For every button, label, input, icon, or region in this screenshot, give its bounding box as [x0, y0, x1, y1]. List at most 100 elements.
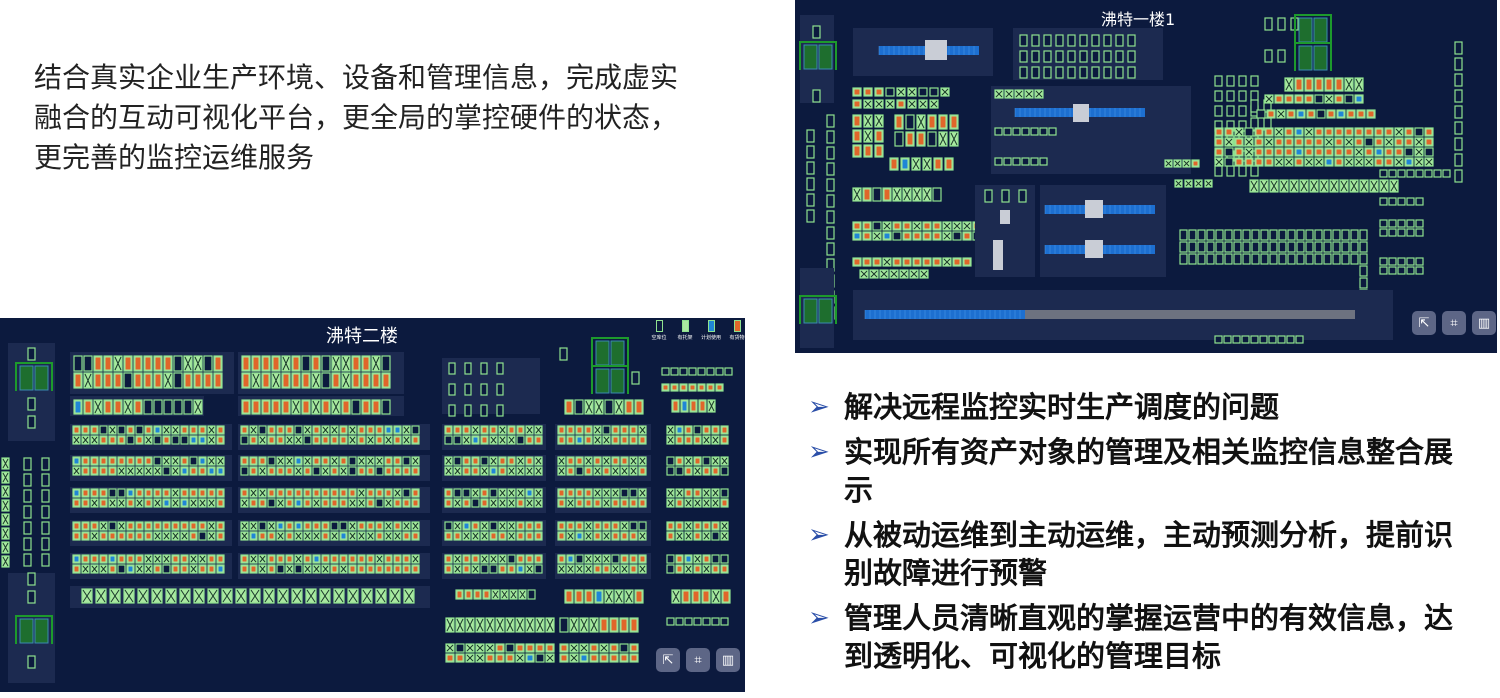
map-title: 沸特二楼 — [326, 326, 398, 347]
share-button[interactable]: ⇱ — [656, 648, 680, 672]
storage-cell — [402, 488, 411, 498]
storage-cell — [1043, 34, 1052, 47]
storage-cell — [706, 367, 715, 376]
intro-text: 结合真实企业生产环境、设备和管理信息，完成虚实融合的互动可视化平台，更全局的掌控… — [34, 61, 679, 174]
storage-cell — [1278, 253, 1287, 265]
storage-cell — [1055, 66, 1064, 79]
storage-cell — [1359, 277, 1368, 289]
chart-button[interactable]: ▥ — [1472, 311, 1496, 335]
storage-cell — [826, 162, 835, 176]
storage-cell — [631, 371, 640, 385]
storage-cell — [534, 564, 543, 574]
storage-cell — [453, 456, 462, 466]
storage-cell — [240, 466, 249, 476]
storage-cell — [715, 367, 724, 376]
storage-cell — [444, 435, 453, 445]
storage-cell — [1055, 34, 1064, 47]
storage-cell — [1388, 228, 1397, 237]
storage-cell — [1433, 169, 1442, 178]
storage-cell — [918, 87, 928, 97]
storage-cell — [258, 425, 267, 435]
storage-cell — [720, 617, 729, 626]
storage-cell — [375, 466, 384, 476]
storage-cell — [162, 466, 171, 476]
storage-cell — [1277, 49, 1286, 63]
storage-cell — [806, 193, 815, 207]
storage-cell — [826, 242, 835, 256]
storage-cell — [321, 372, 331, 389]
map-title: 沸特一楼1 — [1101, 10, 1176, 29]
storage-cell — [339, 521, 348, 531]
storage-cell — [489, 488, 498, 498]
storage-cell — [1215, 241, 1224, 253]
storage-cell — [559, 617, 569, 633]
elevator-icon — [15, 615, 53, 644]
chart-button[interactable]: ▥ — [716, 648, 740, 672]
storage-cell — [123, 372, 133, 389]
storage-cell — [1388, 257, 1397, 266]
warehouse-layout[interactable] — [0, 318, 745, 692]
storage-cell — [527, 589, 536, 600]
storage-cell — [806, 129, 815, 143]
floor-map-2f[interactable]: 沸特二楼 空库位 有托架 计划使用 有货物 ⇱ ⌗ ▥ — [0, 318, 745, 692]
storage-cell — [1021, 157, 1030, 166]
storage-cell — [1350, 241, 1359, 253]
elevator-icon — [591, 365, 629, 394]
storage-cell — [1397, 219, 1406, 228]
storage-cell — [1296, 229, 1305, 241]
storage-cell — [1226, 105, 1235, 117]
storage-cell — [1188, 241, 1197, 253]
storage-cell — [1359, 229, 1368, 241]
storage-cell — [1214, 335, 1223, 344]
storage-cell — [1115, 66, 1124, 79]
storage-cell — [294, 564, 303, 574]
storage-cell — [1296, 241, 1305, 253]
storage-cell — [23, 553, 32, 567]
floor-map-1f[interactable]: 沸特一楼1 ⇱ ⌗ ▥ — [795, 0, 1497, 353]
storage-cell — [312, 466, 321, 476]
storage-cell — [611, 554, 620, 564]
layout-button[interactable]: ⌗ — [1442, 311, 1466, 335]
storage-cell — [1224, 229, 1233, 241]
storage-cell — [1406, 169, 1415, 178]
storage-cell — [1415, 169, 1424, 178]
storage-cell — [1454, 41, 1463, 55]
storage-cell — [1350, 229, 1359, 241]
storage-cell — [1278, 229, 1287, 241]
storage-cell — [1364, 137, 1374, 147]
storage-cell — [162, 564, 171, 574]
storage-cell — [574, 399, 584, 415]
storage-cell — [1224, 157, 1234, 167]
storage-cell — [1314, 229, 1323, 241]
legend: 空库位 有托架 计划使用 有货物 — [648, 320, 748, 341]
storage-cell — [1226, 75, 1235, 87]
storage-cell — [1031, 66, 1040, 79]
storage-cell — [1314, 253, 1323, 265]
rack-panel — [991, 86, 1191, 174]
storage-cell — [1415, 228, 1424, 237]
storage-cell — [330, 521, 339, 531]
storage-cell — [1012, 157, 1021, 166]
storage-cell — [23, 457, 32, 471]
storage-cell — [1251, 241, 1260, 253]
storage-cell — [559, 347, 568, 361]
storage-cell — [892, 231, 902, 241]
storage-cell — [1442, 169, 1451, 178]
storage-cell — [720, 554, 729, 564]
storage-cell — [1305, 229, 1314, 241]
share-button[interactable]: ⇱ — [1412, 311, 1436, 335]
storage-cell — [294, 425, 303, 435]
storage-cell — [720, 488, 729, 498]
warehouse-layout[interactable] — [795, 0, 1497, 353]
storage-cell — [1179, 229, 1188, 241]
storage-cell — [496, 404, 504, 417]
storage-cell — [675, 617, 684, 626]
layout-button[interactable]: ⌗ — [686, 648, 710, 672]
storage-cell — [1454, 137, 1463, 151]
storage-cell — [720, 466, 729, 476]
storage-cell — [1424, 169, 1433, 178]
storage-cell — [301, 355, 311, 372]
storage-cell — [666, 554, 675, 564]
storage-cell — [173, 372, 183, 389]
storage-cell — [1179, 253, 1188, 265]
